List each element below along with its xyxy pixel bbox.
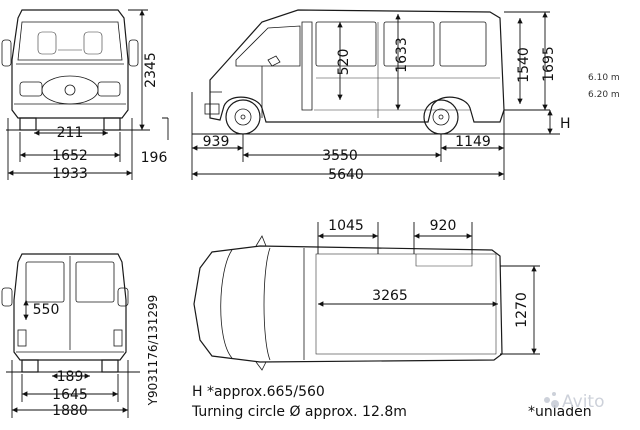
dim-rear-offset: 550 <box>33 302 60 318</box>
dim-front-height: 2345 <box>143 52 159 88</box>
dim-rear-door-width: 920 <box>430 218 457 234</box>
dim-rear-overhang: 1149 <box>455 134 491 150</box>
dim-cargo-height: 1633 <box>394 37 410 73</box>
front-view: 2345 211 1652 1933 196 <box>1 9 169 182</box>
dim-cargo-length: 3265 <box>372 288 408 304</box>
turning-small-1: 6.10 m <box>588 73 620 83</box>
dim-side-door-height: 1540 <box>516 47 532 83</box>
note-unladen: *unladen <box>528 404 592 420</box>
top-view: 1045 920 3265 1270 <box>193 218 540 371</box>
dim-side-door-alt: 1695 <box>541 46 557 82</box>
dim-front-overhang: 939 <box>203 134 230 150</box>
note-turning-circle: Turning circle Ø approx. 12.8m <box>191 404 407 420</box>
drawing-code: Y9031176/131299 <box>146 295 160 407</box>
watermark-text: Avito <box>562 392 604 412</box>
dim-side-door-width: 1045 <box>328 218 364 234</box>
dim-window-height: 520 <box>336 49 352 76</box>
note-h-approx: H *approx.665/560 <box>192 384 325 400</box>
dim-rear-door-opening: 189 <box>57 369 84 385</box>
rear-view: 550 189 1645 1880 <box>1 253 140 419</box>
dim-front-offset: 211 <box>57 125 84 141</box>
dim-front-width: 1933 <box>52 166 88 182</box>
dim-overall-length: 5640 <box>328 167 364 183</box>
dim-ground-clearance: 196 <box>141 150 168 166</box>
dim-cargo-width: 1270 <box>514 292 530 328</box>
dim-rear-width: 1880 <box>52 403 88 419</box>
dim-rear-track: 1645 <box>52 387 88 403</box>
turning-small-2: 6.20 m <box>588 90 620 100</box>
dim-front-track: 1652 <box>52 148 88 164</box>
watermark: Avito <box>544 392 604 412</box>
side-view: 520 1633 1540 1695 6.10 m 6.20 m H 939 3… <box>191 9 620 183</box>
load-height-label: H <box>560 116 571 132</box>
dim-wheelbase: 3550 <box>322 148 358 164</box>
